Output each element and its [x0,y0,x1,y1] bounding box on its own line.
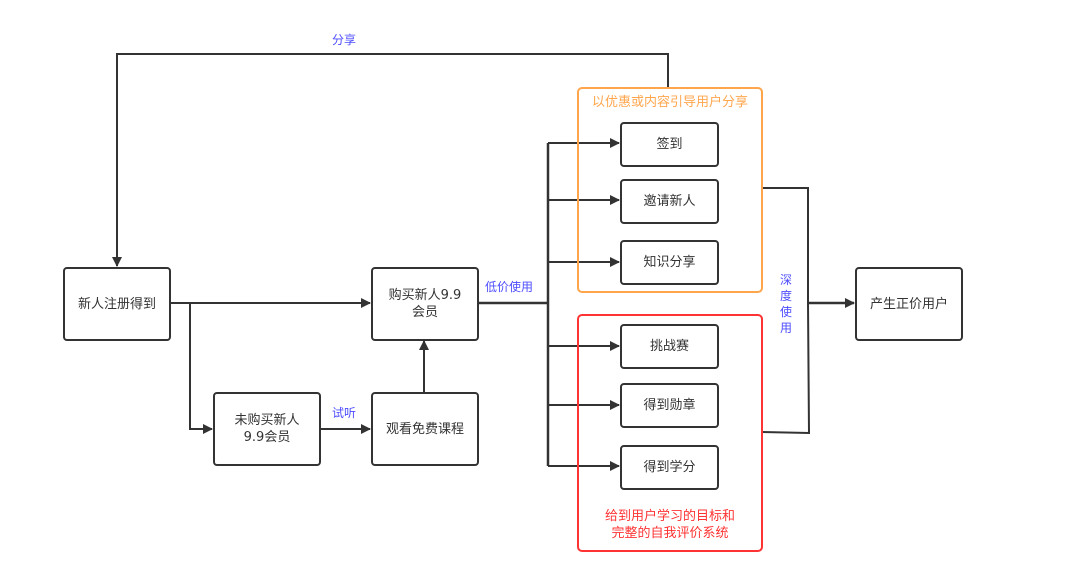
edge-goal-group-to-merge [761,302,811,435]
edge-buy-trunk [478,143,550,466]
share-group: 以优惠或内容引导用户分享 [577,87,763,293]
edge-label-low-price-use: 低价使用 [485,280,534,294]
goal-group: 给到用户学习的目标和 完整的自我评价系统 [577,314,763,552]
node-paid-user[interactable]: 产生正价用户 [855,267,963,341]
edge-label-deep-use: 深度使用 [779,273,792,335]
node-not-buy-member[interactable]: 未购买新人 9.9会员 [213,392,321,466]
node-challenge[interactable]: 挑战赛 [620,324,719,369]
node-checkin[interactable]: 签到 [620,122,719,167]
share-group-title: 以优惠或内容引导用户分享 [591,95,748,110]
node-credits[interactable]: 得到学分 [620,445,719,490]
edge-label-trial: 试听 [332,406,357,420]
edge-label-share: 分享 [332,33,357,47]
edge-share-loop [112,53,669,267]
node-watch-free-course[interactable]: 观看免费课程 [371,392,479,466]
goal-group-title: 给到用户学习的目标和 完整的自我评价系统 [604,509,735,541]
node-knowledge-share[interactable]: 知识分享 [620,240,719,285]
node-buy-member[interactable]: 购买新人9.9 会员 [371,267,479,341]
node-register[interactable]: 新人注册得到 [63,267,171,341]
edge-register-to-not-buy [189,303,213,434]
node-badge[interactable]: 得到勋章 [620,383,719,428]
node-invite[interactable]: 邀请新人 [620,179,719,224]
edge-share-group-to-merge [762,187,809,303]
